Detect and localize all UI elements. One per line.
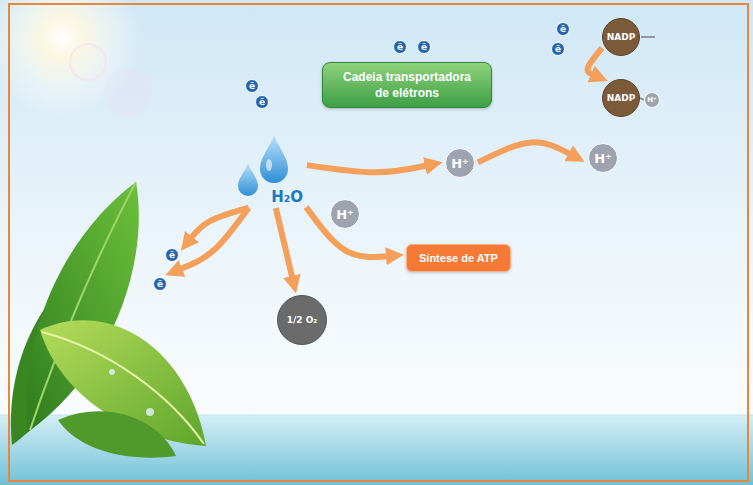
- electron-label: ē: [421, 43, 427, 52]
- electron-label: ē: [397, 43, 403, 52]
- bond-line: [641, 36, 655, 38]
- electron: ē: [165, 248, 179, 262]
- leaf-illustration: [11, 182, 206, 458]
- electron: ē: [245, 79, 259, 93]
- proton-small-label: H⁺: [647, 97, 657, 104]
- proton-circle: H⁺: [330, 199, 360, 229]
- proton-circle-label: H⁺: [336, 208, 354, 221]
- electron-label: ē: [249, 82, 255, 91]
- electron-label: ē: [560, 25, 566, 34]
- electron: ē: [551, 42, 565, 56]
- process-arrow: [588, 48, 602, 75]
- proton-small: H⁺: [644, 92, 660, 108]
- nadp-circle-label: NADP: [607, 94, 636, 103]
- sun-flare: [70, 44, 106, 80]
- process-arrow: [306, 207, 388, 257]
- electron: ē: [556, 22, 570, 36]
- proton-circle: H⁺: [445, 148, 475, 178]
- formula-label: H₂O: [271, 189, 303, 206]
- electron: ē: [153, 277, 167, 291]
- process-box: Síntese de ATP: [406, 244, 511, 272]
- process-arrow: [180, 208, 249, 270]
- process-arrow: [276, 208, 293, 278]
- electron-label: ē: [555, 45, 561, 54]
- proton-circle: H⁺: [588, 143, 618, 173]
- oxygen-circle-label: 1/2 O₂: [287, 316, 318, 325]
- electron: ē: [393, 40, 407, 54]
- electron-label: ē: [259, 98, 265, 107]
- electron-label: ē: [157, 280, 163, 289]
- electron: ē: [417, 40, 431, 54]
- water-drops: H₂O: [232, 133, 304, 205]
- nadp-circle-label: NADP: [607, 33, 636, 42]
- process-arrow: [307, 165, 427, 172]
- process-arrow: [478, 142, 571, 162]
- box-label: Síntese de ATP: [419, 252, 498, 264]
- proton-circle-label: H⁺: [451, 157, 469, 170]
- frame: [9, 4, 748, 481]
- nadp-circle: NADP: [602, 79, 640, 117]
- electron: ē: [255, 95, 269, 109]
- box-label: Cadeia transportadora de elétrons: [343, 70, 471, 100]
- process-box: Cadeia transportadora de elétrons: [322, 62, 492, 108]
- oxygen-circle: 1/2 O₂: [277, 295, 327, 345]
- sun-flare: [104, 68, 152, 116]
- electron-label: ē: [169, 251, 175, 260]
- bond-line: [640, 98, 644, 100]
- nadp-circle: NADP: [602, 18, 640, 56]
- proton-circle-label: H⁺: [594, 152, 612, 165]
